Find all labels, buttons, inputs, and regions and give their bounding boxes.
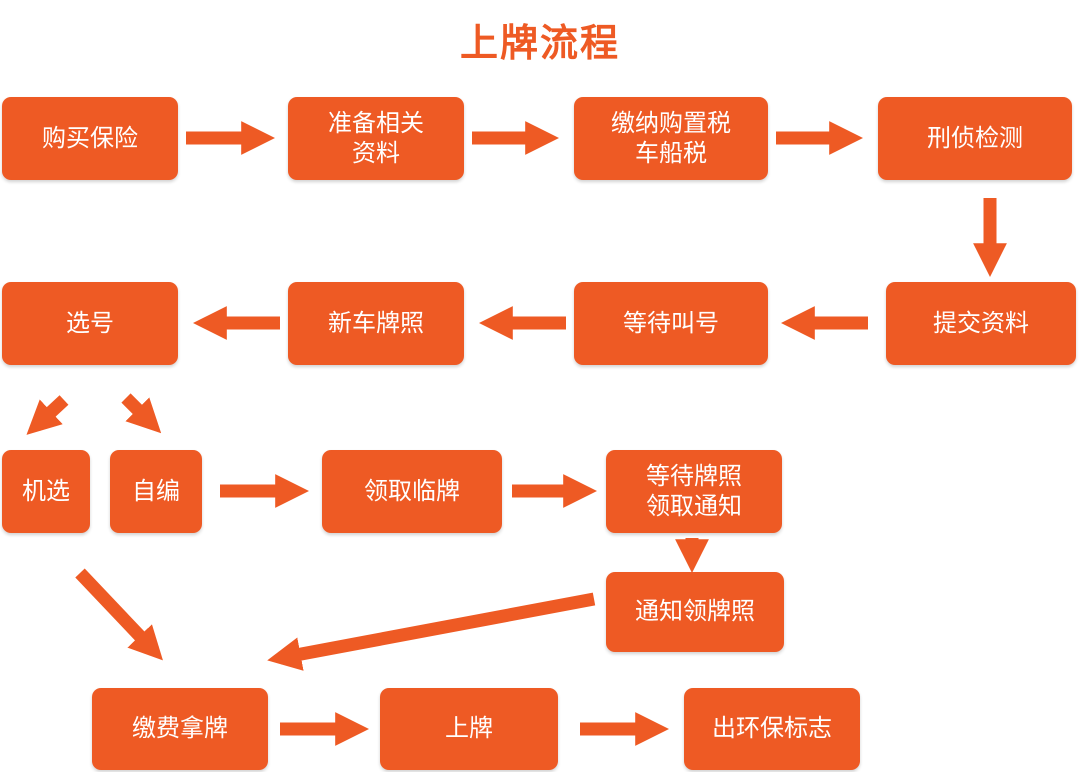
step-wait-notice: 等待牌照 领取通知	[606, 450, 782, 533]
step-choose-number: 选号	[2, 282, 178, 365]
step-notice-pickup: 通知领牌照	[606, 572, 784, 652]
step-pay-get-plate: 缴费拿牌	[92, 688, 268, 770]
step-pay-tax: 缴纳购置税 车船税	[574, 97, 768, 180]
step-self-pick: 自编	[110, 450, 202, 533]
step-mount-plate: 上牌	[380, 688, 558, 770]
arrow-notice-to-pay	[267, 592, 596, 671]
arrow-choose-to-random	[26, 395, 69, 435]
arrow-choose-to-self	[121, 393, 162, 434]
step-random-pick: 机选	[2, 450, 90, 533]
step-wait-call: 等待叫号	[574, 282, 768, 365]
step-eco-label: 出环保标志	[684, 688, 860, 770]
arrow-random-to-pay	[75, 568, 163, 661]
step-new-plate: 新车牌照	[288, 282, 464, 365]
page-title: 上牌流程	[459, 21, 620, 65]
step-submit-docs: 提交资料	[886, 282, 1076, 365]
step-temp-plate: 领取临牌	[322, 450, 502, 533]
step-police-check: 刑侦检测	[878, 97, 1072, 180]
step-buy-insurance: 购买保险	[2, 97, 178, 180]
step-prepare-docs: 准备相关 资料	[288, 97, 464, 180]
